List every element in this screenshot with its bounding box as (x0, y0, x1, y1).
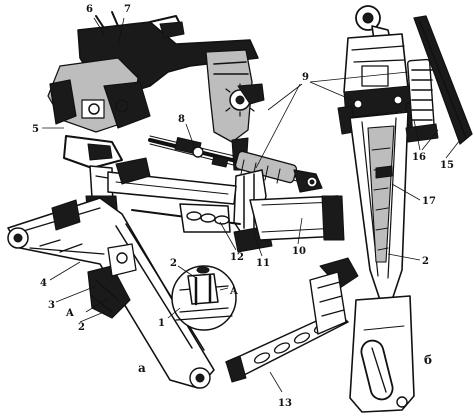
lower-clevis (87, 243, 137, 319)
callout-15: 15 (440, 160, 454, 171)
chain-part (225, 257, 359, 383)
view-label-a: а (138, 361, 146, 375)
callout-8: 8 (178, 114, 185, 125)
outer-tube (349, 111, 409, 301)
rear-bracket (205, 49, 265, 171)
callout-16: 16 (412, 152, 426, 163)
callout-12: 12 (230, 252, 244, 263)
callout-2-left: 2 (78, 322, 85, 333)
callout-10: 10 (292, 246, 306, 257)
inset-detail (171, 265, 237, 331)
callout-labels: 6 7 5 8 9 16 15 17 2 10 11 12 4 3 A 2 1 … (32, 4, 454, 409)
callout-5: 5 (32, 124, 39, 135)
callout-11: 11 (256, 258, 270, 269)
callout-7: 7 (124, 4, 131, 15)
callout-4: 4 (40, 278, 47, 289)
view-a-hitch-assembly (7, 11, 359, 393)
callout-13: 13 (278, 398, 292, 409)
bottom-plate (349, 295, 415, 413)
callout-2-right: 2 (422, 256, 429, 267)
callout-6: 6 (86, 4, 93, 15)
callout-1: 1 (158, 318, 165, 329)
view-b-leaders (309, 71, 461, 261)
view-label-b: б (424, 353, 432, 367)
head-casting (337, 33, 423, 135)
upper-bracket-cluster (47, 11, 259, 169)
callout-9: 9 (302, 72, 309, 83)
view-a-leaders (42, 17, 303, 393)
diagonal-link (107, 157, 241, 233)
view-b-telescopic-brace (309, 5, 473, 413)
hydraulic-cylinder (234, 150, 323, 193)
lower-beam (7, 197, 215, 389)
right-bracket-beam (233, 169, 345, 253)
callout-2-inset: 2 (170, 258, 177, 269)
side-rod (405, 15, 473, 145)
callout-17: 17 (422, 196, 436, 207)
callout-3: 3 (48, 300, 55, 311)
callout-a-left: A (65, 308, 74, 319)
callout-a-inset: A (229, 286, 238, 297)
